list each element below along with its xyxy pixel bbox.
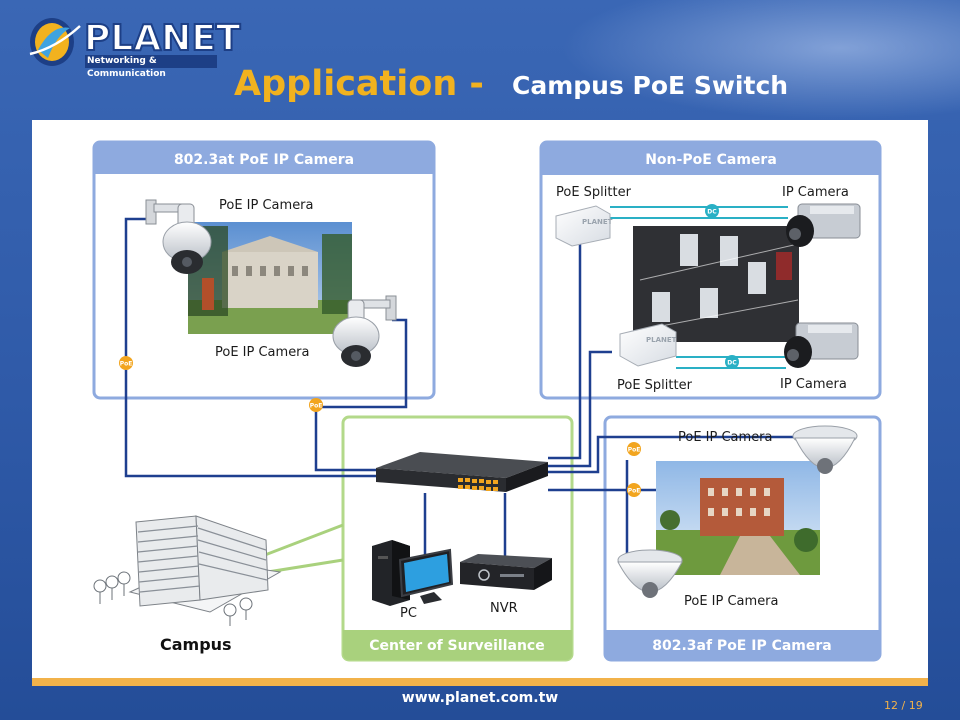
ptz-camera-icon: [145, 199, 212, 274]
logo-wordmark: PLANET: [83, 17, 241, 60]
pc-icon: [372, 540, 454, 606]
label-ip-camera-top: IP Camera: [782, 185, 849, 200]
group-title-non-poe: Non-PoE Camera: [645, 152, 777, 168]
svg-text:PoE: PoE: [120, 361, 133, 368]
box-camera-icon: [784, 322, 859, 368]
label-campus: Campus: [160, 635, 232, 654]
campus-building-photo: [188, 222, 352, 334]
group-title-802-3af: 802.3af PoE IP Camera: [652, 638, 832, 654]
label-poe-ip-camera-af-bottom: PoE IP Camera: [684, 594, 779, 609]
box-camera-icon: [786, 203, 861, 247]
group-title-802-3at: 802.3at PoE IP Camera: [174, 152, 354, 168]
svg-text:DC: DC: [727, 360, 737, 367]
header-background-glow: [560, 0, 960, 120]
dc-badge-icon: DC: [725, 355, 739, 369]
poe-splitter-icon: PLANET: [619, 323, 677, 367]
poe-badge-icon: PoE: [119, 356, 133, 370]
poe-splitter-icon: PLANET: [555, 205, 613, 247]
label-ip-camera-bottom: IP Camera: [780, 377, 847, 392]
group-title-center: Center of Surveillance: [369, 638, 544, 654]
poe-badge-icon: PoE: [309, 398, 323, 412]
label-poe-ip-camera-top: PoE IP Camera: [219, 198, 314, 213]
logo-tagline: Networking & Communication: [85, 55, 217, 79]
dome-camera-icon: [792, 425, 858, 474]
poe-badge-icon: PoE: [627, 483, 641, 497]
svg-text:PoE: PoE: [628, 488, 641, 495]
nvr-icon: [460, 554, 552, 590]
svg-text:DC: DC: [707, 209, 717, 216]
ptz-camera-icon: [332, 295, 397, 367]
dome-camera-icon: [617, 549, 683, 598]
label-pc: PC: [400, 606, 417, 621]
slide-title: Application -: [234, 64, 484, 104]
label-poe-splitter-top: PoE Splitter: [556, 185, 632, 200]
label-poe-splitter-bottom: PoE Splitter: [617, 378, 693, 393]
svg-text:PoE: PoE: [310, 403, 323, 410]
campus-building-icon: [93, 515, 282, 626]
dc-badge-icon: DC: [705, 204, 719, 218]
group-center-of-surveillance: Center of Surveillance: [341, 415, 574, 662]
svg-text:PLANET: PLANET: [582, 218, 613, 226]
footer-url[interactable]: www.planet.com.tw: [401, 690, 559, 706]
footer-strip: [32, 678, 928, 686]
label-nvr: NVR: [490, 601, 518, 616]
university-building-photo: [656, 461, 820, 575]
poe-switch-icon: [376, 452, 548, 492]
page-number: 12 / 19: [884, 699, 923, 712]
label-poe-ip-camera-bottom: PoE IP Camera: [215, 345, 310, 360]
svg-text:PLANET: PLANET: [646, 336, 677, 344]
svg-text:PoE: PoE: [628, 447, 641, 454]
planet-logo-icon: [29, 18, 81, 66]
slide-subtitle: Campus PoE Switch: [512, 71, 789, 100]
label-poe-ip-camera-af-top: PoE IP Camera: [678, 430, 773, 445]
parking-lot-photo: [633, 226, 799, 342]
poe-badge-icon: PoE: [627, 442, 641, 456]
